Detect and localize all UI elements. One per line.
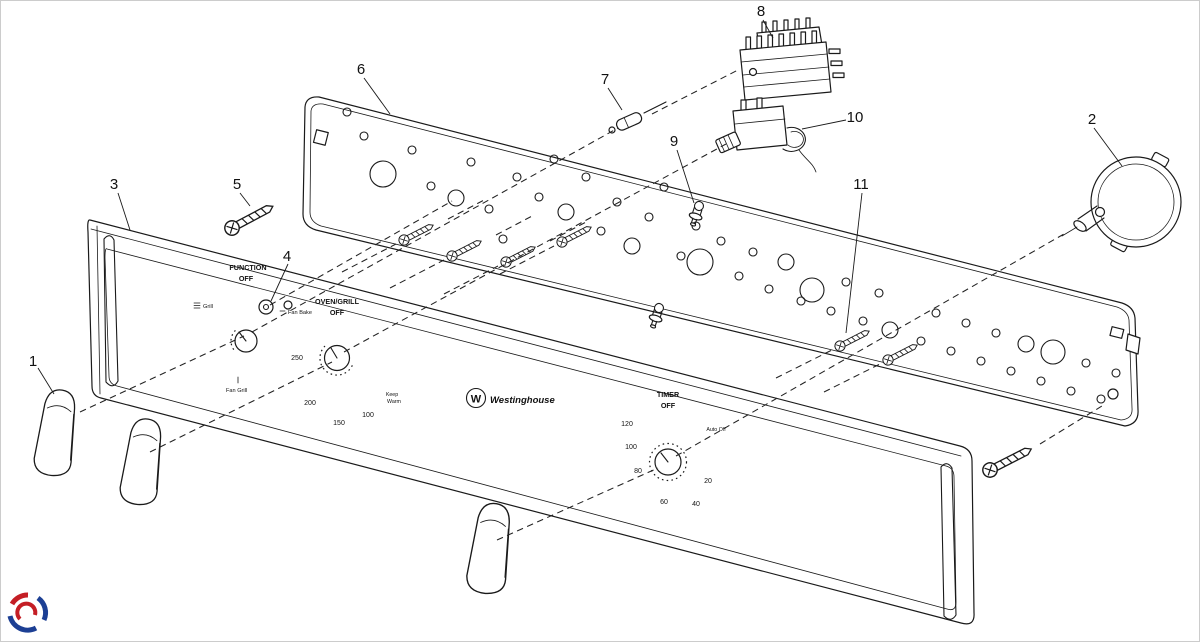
selector-switch	[739, 17, 845, 101]
callout-6: 6	[357, 61, 365, 78]
timer-label: TIMER	[657, 390, 680, 399]
timer-120: 120	[621, 421, 633, 428]
temp-250: 250	[291, 355, 303, 362]
callout-10: 10	[847, 109, 864, 126]
watermark-logo	[7, 592, 49, 633]
panel-print: FUNCTION OFF Grill Fan Bake Fan Grill OV…	[193, 263, 726, 508]
timer-80: 80	[634, 468, 642, 475]
timer-40: 40	[692, 501, 700, 508]
explosion-lines	[79, 69, 1103, 541]
timer-60: 60	[660, 499, 668, 506]
timer-dial-ticks	[648, 442, 688, 482]
oven-dial-ticks	[319, 345, 354, 376]
panel-holes	[342, 107, 1121, 404]
keep-warm-label-1: Keep	[386, 392, 398, 398]
temp-100: 100	[362, 412, 374, 419]
temp-200: 200	[304, 400, 316, 407]
callout-5: 5	[233, 176, 241, 193]
callout-8: 8	[757, 3, 765, 20]
panel-end-slot-left	[103, 235, 119, 387]
callout-7: 7	[601, 71, 609, 88]
callout-3: 3	[110, 176, 118, 193]
oven-grill-off-label: OFF	[330, 308, 345, 317]
brand-w-icon: W	[471, 394, 482, 406]
grill-label: Grill	[203, 304, 213, 310]
callouts: 1 2 3 4 5 6 7 8 9 10 11	[29, 3, 1123, 395]
capillary-coil	[782, 126, 806, 152]
thermostat	[715, 97, 817, 173]
callout-2: 2	[1088, 111, 1096, 128]
auto-off-label: Auto Off	[706, 427, 726, 433]
callout-9: 9	[670, 133, 678, 150]
timer-off-label: OFF	[661, 401, 676, 410]
function-off-label: OFF	[239, 274, 254, 283]
oven-grill-label: OVEN/GRILL	[315, 297, 360, 306]
callout-11: 11	[853, 176, 869, 193]
fan-grill-label: Fan Grill	[226, 388, 247, 394]
back-mounting-panel	[302, 96, 1141, 427]
timer-motor	[1061, 151, 1182, 253]
panel-end-slot-right	[940, 463, 957, 620]
callout-4: 4	[283, 248, 291, 265]
thermostat-shaft	[715, 131, 741, 154]
grill-icon	[193, 302, 201, 309]
selector-shaft-part-4	[258, 299, 274, 315]
temp-150: 150	[333, 420, 345, 427]
fan-bake-label: Fan Bake	[288, 310, 312, 316]
capillary-tube	[798, 149, 817, 173]
timer-100: 100	[625, 444, 637, 451]
indicator-lamp	[608, 101, 667, 134]
brand-name: Westinghouse	[490, 395, 555, 406]
front-control-panel: FUNCTION OFF Grill Fan Bake Fan Grill OV…	[87, 219, 975, 625]
timer-20: 20	[704, 478, 712, 485]
callout-1: 1	[29, 353, 37, 370]
brand-logo-circle	[465, 387, 487, 409]
function-label: FUNCTION	[229, 263, 266, 272]
keep-warm-label-2: Warm	[387, 399, 402, 405]
